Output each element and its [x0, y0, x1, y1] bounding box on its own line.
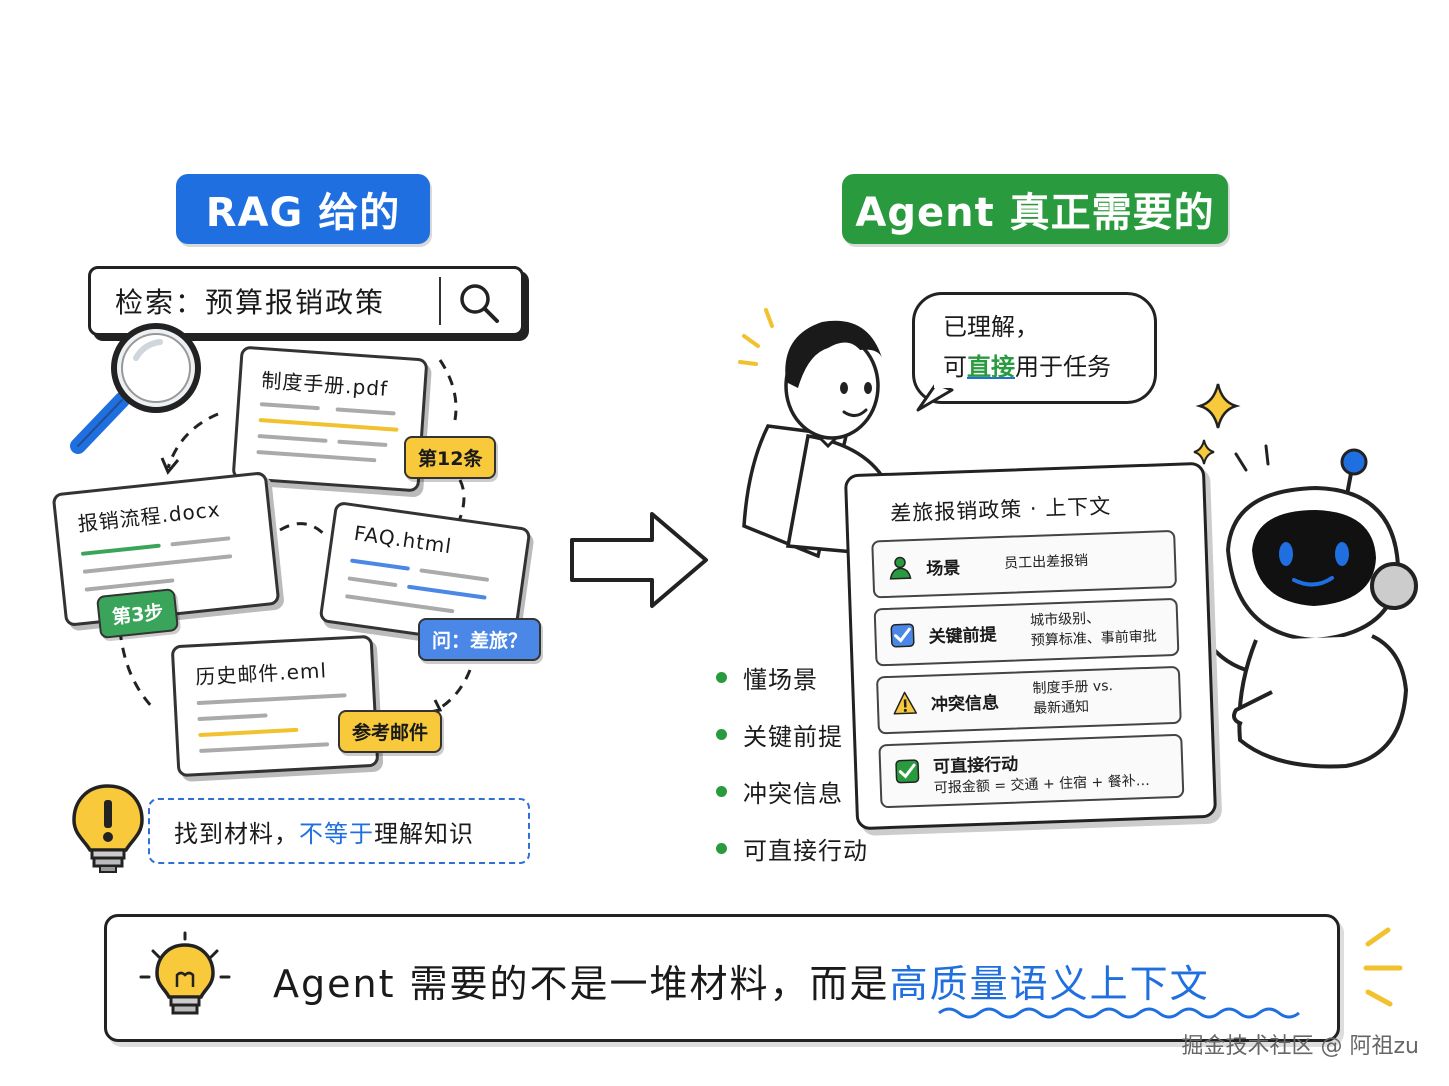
row-label: 可直接行动 — [932, 754, 1019, 778]
board-title: 差旅报销政策 · 上下文 — [889, 494, 1112, 526]
arrow-right-icon — [570, 512, 708, 608]
doc-title: FAQ.html — [352, 520, 454, 559]
bullet-item: 懂场景 — [716, 660, 868, 695]
search-divider — [439, 277, 441, 325]
text-line — [82, 554, 233, 574]
bubble-highlight: 直接 — [967, 353, 1015, 381]
text-line — [259, 402, 320, 411]
summary-banner: Agent 需要的不是一堆材料，而是高质量语义上下文 — [104, 914, 1340, 1042]
person-illustration — [738, 308, 930, 559]
row-label: 关键前提 — [928, 625, 997, 648]
text-line — [197, 713, 268, 722]
callout-highlight: 不等于 — [299, 819, 374, 848]
tag-reference-email: 参考邮件 — [338, 710, 443, 753]
bullet-item: 关键前提 — [716, 717, 868, 752]
text-line — [170, 536, 231, 547]
doc-manual[interactable]: 制度手册.pdf — [231, 345, 429, 493]
text-line — [196, 693, 347, 706]
bullet-text: 冲突信息 — [743, 780, 843, 808]
row-value: 员工出差报销 — [1003, 552, 1089, 572]
highlight-line — [406, 584, 487, 600]
wavy-underline — [938, 1007, 1300, 1019]
bubble-prefix: 可 — [943, 353, 967, 381]
rag-header: RAG 给的 — [176, 174, 430, 244]
text-line — [347, 576, 398, 588]
row-key-premise[interactable]: 关键前提 城市级别、 预算标准、事前审批 — [873, 597, 1180, 667]
bullet-text: 懂场景 — [743, 666, 818, 694]
agent-header: Agent 真正需要的 — [842, 174, 1228, 244]
rag-callout: 找到材料， 不等于 理解知识 — [148, 798, 530, 864]
lightbulb-icon — [139, 931, 231, 1015]
text-line — [345, 594, 455, 614]
row-value-2: 最新通知 — [1032, 698, 1090, 717]
row-conflict[interactable]: 冲突信息 制度手册 vs. 最新通知 — [875, 665, 1182, 735]
bullet-dot — [716, 729, 727, 740]
cycle-arrows — [118, 359, 472, 714]
callout-prefix: 找到材料， — [174, 819, 299, 848]
agent-header-text: Agent 真正需要的 — [855, 190, 1215, 236]
person-icon — [889, 556, 912, 580]
highlight-line — [350, 558, 410, 571]
row-value-1: 城市级别、 — [1029, 610, 1101, 629]
context-board: 差旅报销政策 · 上下文 场景 员工出差报销 关键前提 城市级别、 预算标准、事… — [843, 461, 1218, 831]
text-line — [337, 439, 388, 448]
rag-header-text: RAG 给的 — [205, 190, 401, 236]
tag-article-12: 第12条 — [404, 436, 497, 479]
lightbulb-icon — [72, 784, 144, 873]
banner-text: Agent 需要的不是一堆材料，而是高质量语义上下文 — [273, 953, 1210, 1008]
tag-step-3: 第3步 — [95, 587, 180, 640]
search-text: 检索：预算报销政策 — [115, 286, 386, 319]
doc-title: 历史邮件.eml — [194, 658, 328, 690]
callout-suffix: 理解知识 — [374, 819, 474, 848]
row-value-2: 预算标准、事前审批 — [1030, 628, 1158, 649]
bubble-line-2: 可直接用于任务 — [943, 347, 1154, 387]
magnifier-icon — [70, 323, 201, 454]
check-icon — [895, 759, 920, 784]
bullet-list: 懂场景 关键前提 冲突信息 可直接行动 — [716, 660, 868, 888]
text-line — [256, 449, 377, 463]
bullet-text: 关键前提 — [743, 723, 843, 751]
row-action[interactable]: 可直接行动 可报金额 = 交通 + 住宿 + 餐补… — [878, 733, 1185, 809]
checkbox-icon — [890, 623, 915, 648]
row-scenario[interactable]: 场景 员工出差报销 — [871, 529, 1178, 599]
banner-highlight: 高质量语义上下文 — [889, 962, 1210, 1006]
robot-illustration — [1196, 444, 1418, 769]
doc-title: 报销流程.docx — [76, 497, 222, 537]
sparkle-icon — [1193, 383, 1241, 465]
bullet-item: 可直接行动 — [716, 831, 868, 866]
bubble-suffix: 用于任务 — [1015, 353, 1111, 381]
bubble-tail — [916, 380, 954, 412]
search-icon[interactable] — [457, 281, 501, 325]
bullet-dot — [716, 786, 727, 797]
bullet-dot — [716, 672, 727, 683]
tag-question: 问：差旅？ — [418, 618, 542, 661]
warning-icon — [893, 691, 918, 715]
text-line — [335, 407, 396, 416]
text-line — [199, 742, 330, 754]
doc-email[interactable]: 历史邮件.eml — [170, 634, 380, 778]
text-line — [257, 433, 328, 443]
highlight-line — [80, 543, 161, 556]
doc-title: 制度手册.pdf — [260, 368, 389, 401]
accent-lines — [1363, 927, 1403, 1007]
bullet-item: 冲突信息 — [716, 774, 868, 809]
text-line — [419, 568, 490, 582]
highlight-line — [198, 727, 299, 738]
row-value-1: 制度手册 vs. — [1032, 678, 1114, 697]
row-label: 场景 — [925, 558, 961, 580]
banner-prefix: Agent 需要的不是一堆材料，而是 — [273, 962, 890, 1006]
bubble-line-1: 已理解， — [943, 313, 1039, 341]
highlight-line — [258, 418, 399, 432]
bullet-text: 可直接行动 — [743, 837, 868, 865]
bullet-dot — [716, 843, 727, 854]
row-label: 冲突信息 — [930, 693, 1000, 716]
watermark: 掘金技术社区 @ 阿祖zu — [1181, 1034, 1419, 1059]
